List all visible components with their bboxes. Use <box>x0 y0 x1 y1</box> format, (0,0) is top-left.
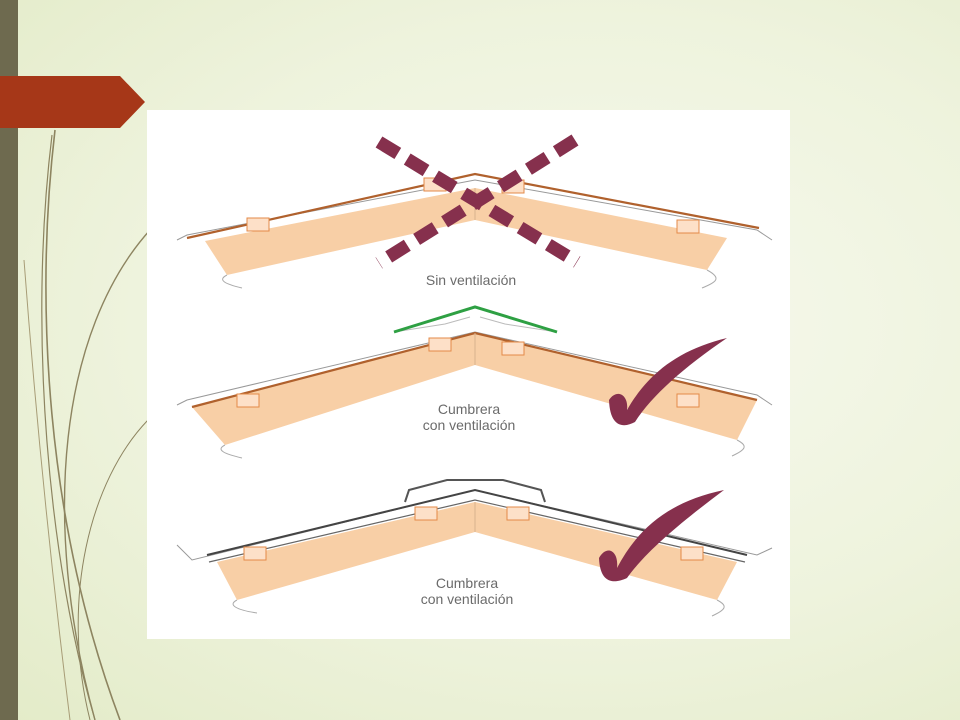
caption-line: Cumbrera <box>437 401 501 417</box>
caption-line: Cumbrera <box>435 575 499 591</box>
roof-ventilation-figure: Sin ventilación Cumbrera con ventilación… <box>147 110 790 639</box>
caption-line: con ventilación <box>422 417 516 433</box>
caption-panel-3: Cumbrera con ventilación <box>421 575 514 607</box>
caption-line: Sin ventilación <box>425 272 517 288</box>
caption-line: con ventilación <box>420 591 514 607</box>
caption-panel-2: Cumbrera con ventilación <box>423 401 516 433</box>
caption-panel-1: Sin ventilación <box>426 272 516 288</box>
title-accent-tab <box>0 76 145 128</box>
checkmark-icon <box>609 338 727 426</box>
roof-diagram-ridge-vent <box>176 305 773 459</box>
roof-diagram-unventilated <box>176 172 773 289</box>
cross-icon <box>375 134 581 269</box>
checkmark-icon <box>599 490 724 582</box>
slide-sidebar-bar <box>0 0 18 720</box>
